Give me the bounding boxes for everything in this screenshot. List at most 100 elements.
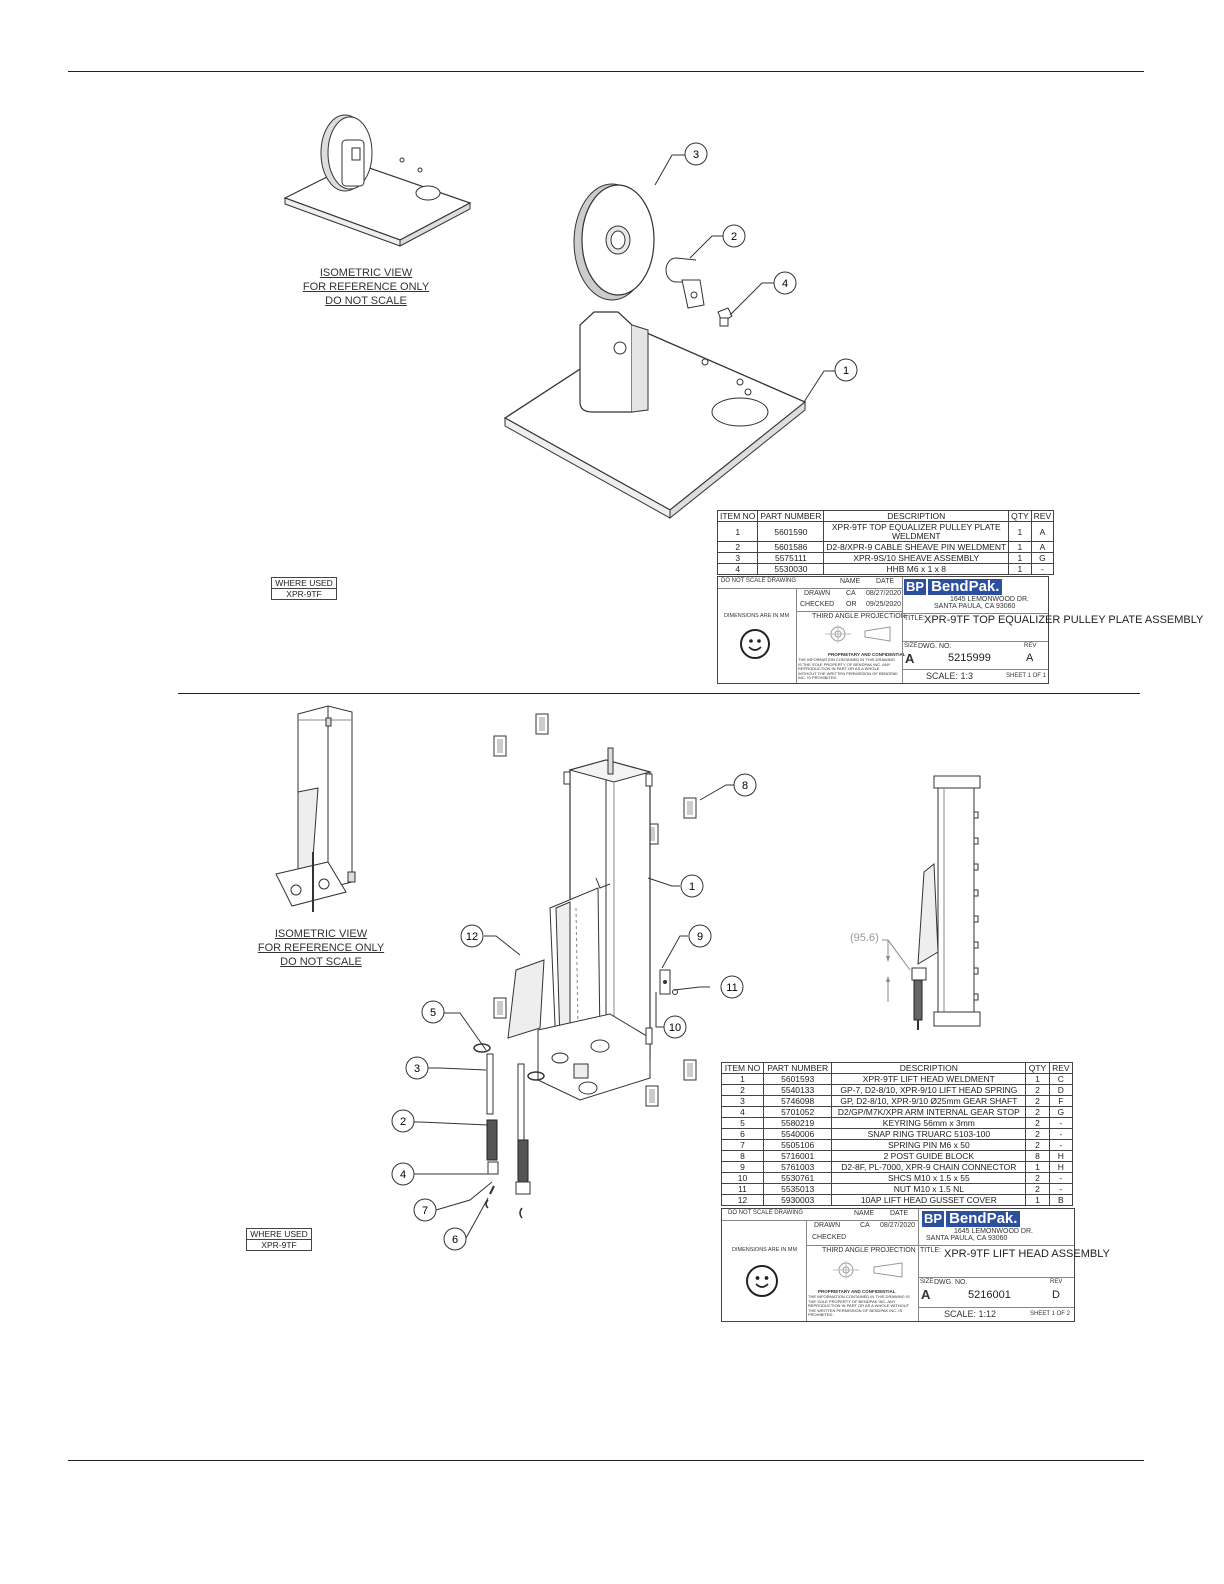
bom-cell: GP-7, D2-8/10, XPR-9/10 LIFT HEAD SPRING [831, 1084, 1027, 1096]
bom-cell: 5540006 [762, 1128, 833, 1140]
drawn-label: DRAWN [814, 1222, 841, 1229]
bom-cell: H [1048, 1161, 1074, 1173]
lift-head-spring [486, 1119, 498, 1161]
iso-note-line: ISOMETRIC VIEW [274, 928, 368, 940]
bom-cell: 1 [1008, 552, 1032, 564]
confidential-heading: PROPRIETARY AND CONFIDENTIAL [818, 1289, 896, 1294]
dwg-no-value: 5216001 [968, 1289, 1011, 1301]
address-line: SANTA PAULA, CA 93060 [926, 1235, 1008, 1242]
dims-note: DIMENSIONS ARE IN MM [724, 613, 790, 619]
iso-note-line: DO NOT SCALE [280, 956, 362, 968]
bom-cell: HHB M6 x 1 x 8 [823, 563, 1010, 575]
keyring [473, 1043, 491, 1053]
bom-cell: 2 [1025, 1095, 1050, 1107]
guide-block [683, 797, 697, 819]
bom-cell: 2 [1025, 1106, 1050, 1118]
where-used-value: XPR-9TF [272, 588, 336, 599]
svg-text:8: 8 [742, 780, 748, 792]
iso-note-line: FOR REFERENCE ONLY [302, 281, 430, 293]
bom-cell: 10AP LIFT HEAD GUSSET COVER [831, 1194, 1027, 1206]
title-label: TITLE: [920, 1247, 942, 1254]
drawn-name: CA [860, 1222, 870, 1229]
bom-cell: - [1048, 1139, 1074, 1151]
confidential-body: THE INFORMATION CONTAINED IN THIS DRAWIN… [798, 657, 898, 680]
snap-ring [485, 1199, 489, 1209]
bom-cell: F [1048, 1095, 1074, 1107]
balloon: 7 [413, 1198, 437, 1222]
bendpak-logo: BP BendPak. [922, 1211, 1021, 1227]
bom-header: PART NUMBER [762, 1062, 833, 1074]
bom-cell: 5701052 [762, 1106, 833, 1118]
iso-reference-drawing-2 [275, 705, 356, 912]
projection-label: THIRD ANGLE PROJECTION [812, 613, 906, 620]
where-used-label: WHERE USED [275, 578, 333, 588]
iso-note-line: FOR REFERENCE ONLY [257, 942, 385, 954]
bom-cell: G [1048, 1106, 1074, 1118]
svg-text:7: 7 [422, 1205, 428, 1217]
rev-value: A [1026, 652, 1034, 664]
rev-label: REV [1024, 643, 1037, 649]
hex-bolt [717, 307, 733, 327]
col-name-label: NAME [854, 1210, 875, 1217]
sheave-pin [665, 257, 705, 309]
bom-header: PART NUMBER [757, 510, 825, 522]
balloon: 2 [391, 1109, 415, 1133]
size-label: SIZE [920, 1279, 934, 1285]
bom-header: ITEM NO [721, 1062, 764, 1074]
bom-cell: 2 [1025, 1128, 1050, 1140]
bom-row: 4 5530030 HHB M6 x 1 x 8 1 - [716, 563, 1055, 575]
checked-label: CHECKED [812, 1234, 847, 1241]
bom-header: DESCRIPTION [831, 1062, 1027, 1074]
bom-cell: - [1030, 563, 1055, 575]
smiley-icon [746, 1265, 778, 1297]
where-used-box-1: WHERE USED XPR-9TF [271, 577, 337, 600]
checked-label: CHECKED [800, 601, 835, 608]
where-used-value: XPR-9TF [247, 1239, 311, 1250]
bom-cell: 5601586 [757, 541, 825, 553]
third-angle-projection-icon [825, 625, 891, 643]
bom-cell: 5540133 [762, 1084, 833, 1096]
dwg-no-label: DWG. NO. [918, 643, 952, 650]
guide-block [645, 1085, 659, 1107]
sheet-divider [178, 693, 1140, 694]
svg-text:11: 11 [726, 982, 737, 994]
iso-note-line: ISOMETRIC VIEW [319, 267, 413, 279]
bom-cell: KEYRING 56mm x 3mm [831, 1117, 1027, 1129]
col-date-label: DATE [876, 578, 895, 585]
bom-row: 3 5575111 XPR-9S/10 SHEAVE ASSEMBLY 1 G [716, 552, 1055, 564]
bom-cell: NUT M10 x 1.5 NL [831, 1183, 1027, 1195]
brand-mark: BP [904, 579, 927, 595]
lift-head-weldment [537, 747, 653, 1101]
iso-note-1: ISOMETRIC VIEW FOR REFERENCE ONLY DO NOT… [298, 266, 434, 308]
confidential-heading: PROPRIETARY AND CONFIDENTIAL [828, 652, 906, 657]
bom-cell: 2 POST GUIDE BLOCK [831, 1150, 1027, 1162]
bom-cell: XPR-9S/10 SHEAVE ASSEMBLY [823, 552, 1010, 564]
bom-cell: 10 [721, 1172, 764, 1184]
svg-text:2: 2 [400, 1116, 406, 1128]
bom-cell: - [1048, 1183, 1074, 1195]
sheave-bracket [579, 311, 633, 413]
gear-stop [515, 1181, 531, 1195]
snap-ring [519, 1207, 523, 1219]
bom-cell: 5930003 [762, 1194, 833, 1206]
bom-cell: D [1048, 1084, 1074, 1096]
bom-cell: 2 [716, 541, 759, 553]
balloon: 6 [443, 1227, 467, 1251]
gear-shaft [517, 1063, 525, 1153]
where-used-box-2: WHERE USED XPR-9TF [246, 1228, 312, 1251]
do-not-scale-note: DO NOT SCALE DRAWING [721, 578, 797, 584]
bill-of-materials-2: ITEM NO PART NUMBER DESCRIPTION QTY REV … [721, 1062, 1074, 1206]
bom-cell: 1 [1025, 1194, 1050, 1206]
title-label: TITLE: [904, 615, 926, 622]
bottom-rule [68, 1460, 1144, 1461]
bom-cell: D2/GP/M7K/XPR ARM INTERNAL GEAR STOP [831, 1106, 1027, 1118]
bom-cell: D2-8F, PL-7000, XPR-9 CHAIN CONNECTOR [831, 1161, 1027, 1173]
drawn-date: 08/27/2020 [866, 590, 902, 597]
